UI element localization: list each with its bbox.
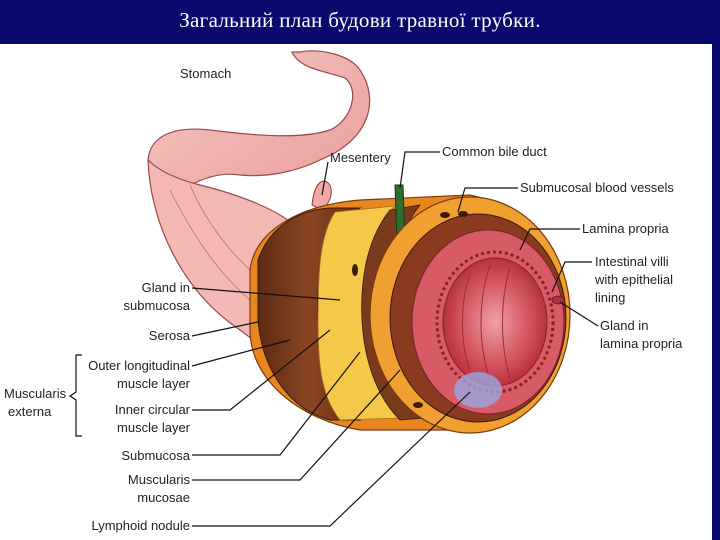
lumen-fold-line	[502, 267, 511, 379]
blood-vessel-dot	[458, 211, 468, 217]
leader-villi	[551, 261, 592, 293]
label-outer-longitudinal-line2: muscle layer	[117, 376, 191, 391]
leader-lamina-propria	[519, 228, 580, 251]
label-villi-line1: Intestinal villi	[595, 254, 669, 269]
label-submucosal-vessels: Submucosal blood vessels	[520, 180, 674, 195]
leader-muscularis-mucosae	[192, 369, 401, 481]
leader-lymphoid-nodule	[192, 391, 471, 527]
blood-vessel-dot	[440, 212, 450, 218]
label-muscularis-mucosae-line1: Muscularis	[128, 472, 191, 487]
stomach-fold-line	[169, 189, 251, 301]
blood-vessel-dot	[352, 264, 358, 276]
lymphoid-nodule-shape	[454, 372, 502, 408]
label-submucosa: Submucosa	[121, 448, 190, 463]
label-muscularis-mucosae-line2: mucosae	[137, 490, 190, 505]
label-mesentery: Mesentery	[330, 150, 391, 165]
blood-vessel-dot	[413, 402, 423, 408]
leader-bile-duct	[399, 151, 440, 189]
leader-mesentery	[321, 161, 329, 196]
label-villi-line3: lining	[595, 290, 625, 305]
leader-inner-circular	[192, 329, 331, 411]
leader-gland-submucosa	[191, 287, 341, 301]
right-edge-bar	[712, 44, 720, 540]
muscularis-externa-bracket	[68, 354, 82, 437]
label-lamina-propria: Lamina propria	[582, 221, 669, 236]
label-gland-lp-line1: Gland in	[600, 318, 648, 333]
leader-submucosal-vessels	[457, 187, 518, 213]
label-inner-circular-line2: muscle layer	[117, 420, 191, 435]
leader-outer-longitudinal	[191, 339, 291, 367]
leader-submucosa	[192, 351, 361, 456]
label-gland-submucosa-line2: submucosa	[124, 298, 191, 313]
slide-title: Загальний план будови травної трубки.	[179, 8, 541, 32]
label-stomach: Stomach	[180, 66, 231, 81]
label-muscularis-externa-line1: Muscularis	[4, 386, 67, 401]
label-lymphoid-nodule: Lymphoid nodule	[91, 518, 190, 533]
leader-gland-lp	[559, 301, 599, 327]
label-villi-line2: with epithelial	[594, 272, 673, 287]
intestinal-villi-edge	[435, 250, 555, 394]
lumen-fold-line	[462, 274, 471, 371]
leader-serosa	[191, 321, 259, 337]
label-inner-circular-line1: Inner circular	[115, 402, 191, 417]
label-common-bile-duct: Common bile duct	[442, 144, 547, 159]
label-gland-submucosa-line1: Gland in	[142, 280, 190, 295]
lumen-shape	[442, 257, 548, 387]
label-serosa: Serosa	[149, 328, 191, 343]
digestive-tube-diagram: Stomach Mesentery Common bile duct Submu…	[4, 50, 683, 533]
label-gland-lp-line2: lamina propria	[600, 336, 683, 351]
lumen-fold-line	[480, 264, 491, 381]
title-bar: Загальний план будови травної трубки.	[0, 0, 720, 44]
label-muscularis-externa-line2: externa	[8, 404, 52, 419]
label-outer-longitudinal-line1: Outer longitudinal	[88, 358, 190, 373]
